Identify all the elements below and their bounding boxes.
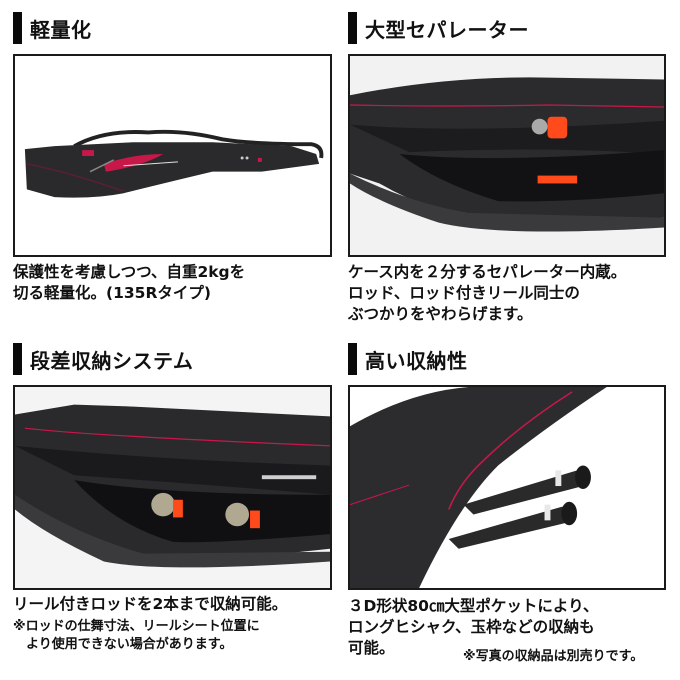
product-image-stepped-storage	[13, 385, 332, 590]
caption-line: 可能。	[348, 639, 395, 657]
caption-separator: ケース内を２分するセパレーター内蔵。 ロッド、ロッド付きリール同士の ぶつかりを…	[348, 262, 626, 325]
caption-stepped-storage: リール付きロッドを2本まで収納可能。	[13, 594, 287, 615]
3d-pocket-illustration	[350, 387, 664, 588]
product-image-separator	[348, 54, 666, 257]
stepped-storage-illustration	[15, 387, 330, 588]
heading-title: 高い収納性	[365, 348, 468, 373]
caption-line: ３D形状80㎝大型ポケットにより、	[348, 597, 599, 615]
heading-bar	[13, 343, 22, 375]
caption-line: ロングヒシャク、玉枠などの収納も	[348, 618, 595, 636]
product-image-3d-pocket	[348, 385, 666, 590]
caption-line: 保護性を考慮しつつ、自重2kgを	[13, 263, 246, 281]
caption-lightweight: 保護性を考慮しつつ、自重2kgを 切る軽量化。(135Rタイプ)	[13, 262, 245, 304]
heading-bar	[348, 343, 357, 375]
heading-title: 大型セパレーター	[365, 17, 529, 42]
heading-large-separator: 大型セパレーター	[348, 12, 529, 44]
heading-title: 軽量化	[30, 17, 92, 42]
heading-bar	[348, 12, 357, 44]
separator-illustration	[350, 56, 664, 255]
caption-line: 切る軽量化。(135Rタイプ)	[13, 284, 211, 302]
note-sold-separately: ※写真の収納品は別売りです。	[463, 649, 644, 664]
product-image-full-case	[13, 54, 332, 257]
caption-line: ロッド、ロッド付きリール同士の	[348, 284, 580, 302]
note-line: ※ロッドの仕舞寸法、リールシート位置に	[13, 619, 260, 634]
heading-title: 段差収納システム	[30, 348, 194, 373]
rod-case-illustration	[15, 56, 330, 255]
caption-line: ぶつかりをやわらげます。	[348, 305, 533, 323]
caption-line: リール付きロッドを2本まで収納可能。	[13, 595, 288, 613]
caption-high-storage: ３D形状80㎝大型ポケットにより、 ロングヒシャク、玉枠などの収納も 可能。	[348, 596, 599, 659]
heading-lightweight: 軽量化	[13, 12, 92, 44]
note-stepped-storage: ※ロッドの仕舞寸法、リールシート位置に より使用できない場合があります。	[13, 618, 260, 654]
heading-high-storage: 高い収納性	[348, 343, 468, 375]
heading-stepped-storage: 段差収納システム	[13, 343, 193, 375]
heading-bar	[13, 12, 22, 44]
note-line: より使用できない場合があります。	[13, 637, 233, 652]
caption-line: ケース内を２分するセパレーター内蔵。	[348, 263, 627, 281]
